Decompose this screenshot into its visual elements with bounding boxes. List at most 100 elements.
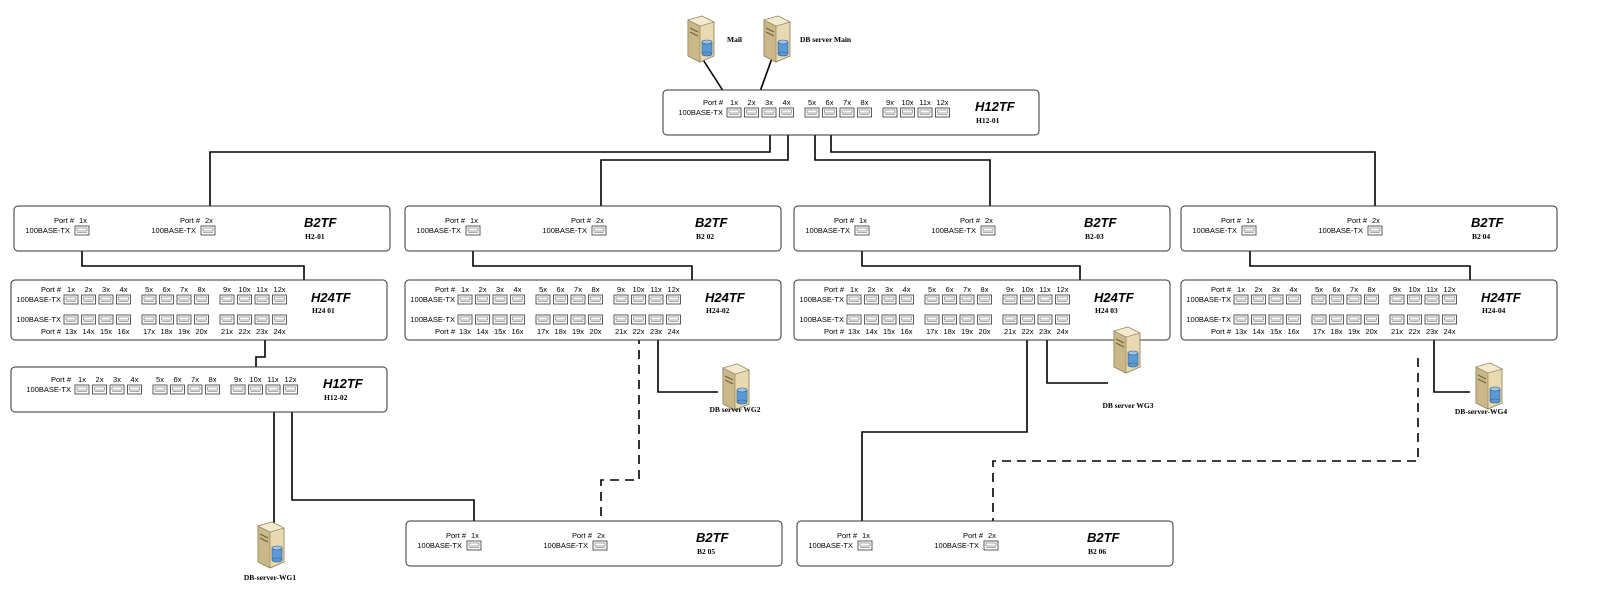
server-wg2-icon[interactable]: [722, 363, 750, 411]
port-20-icon[interactable]: [588, 314, 603, 325]
port-21-icon[interactable]: [1389, 314, 1405, 325]
port-17-icon[interactable]: [1311, 314, 1327, 325]
port-16-icon[interactable]: [510, 314, 525, 325]
port-9-icon[interactable]: [1002, 294, 1018, 305]
port-13-icon[interactable]: [457, 314, 473, 325]
port-15-icon[interactable]: [98, 314, 114, 325]
port-12-icon[interactable]: [272, 294, 287, 305]
port-11-icon[interactable]: [1424, 294, 1440, 305]
port-17-icon[interactable]: [535, 314, 551, 325]
port-15-icon[interactable]: [881, 314, 897, 325]
port-7-icon[interactable]: [1346, 294, 1362, 305]
port-6-icon[interactable]: [159, 294, 174, 305]
port-9-icon[interactable]: [613, 294, 629, 305]
port-1-icon[interactable]: [857, 540, 873, 551]
port-6-icon[interactable]: [822, 107, 837, 118]
port-23-icon[interactable]: [648, 314, 664, 325]
port-8-icon[interactable]: [1364, 294, 1379, 305]
port-22-icon[interactable]: [631, 314, 646, 325]
port-2-icon[interactable]: [592, 540, 608, 551]
port-13-icon[interactable]: [1233, 314, 1249, 325]
port-4-icon[interactable]: [116, 294, 131, 305]
port-24-icon[interactable]: [1055, 314, 1070, 325]
port-14-icon[interactable]: [864, 314, 879, 325]
port-2-icon[interactable]: [744, 107, 759, 118]
port-15-icon[interactable]: [1268, 314, 1284, 325]
port-23-icon[interactable]: [254, 314, 270, 325]
port-5-icon[interactable]: [1311, 294, 1327, 305]
port-2-icon[interactable]: [1251, 294, 1266, 305]
port-7-icon[interactable]: [839, 107, 855, 118]
port-6-icon[interactable]: [170, 384, 185, 395]
port-6-icon[interactable]: [1329, 294, 1344, 305]
port-8-icon[interactable]: [977, 294, 992, 305]
port-2-icon[interactable]: [864, 294, 879, 305]
port-12-icon[interactable]: [283, 384, 298, 395]
port-1-icon[interactable]: [74, 225, 90, 236]
port-17-icon[interactable]: [924, 314, 940, 325]
port-4-icon[interactable]: [127, 384, 142, 395]
port-18-icon[interactable]: [1329, 314, 1344, 325]
port-11-icon[interactable]: [254, 294, 270, 305]
port-4-icon[interactable]: [510, 294, 525, 305]
port-23-icon[interactable]: [1424, 314, 1440, 325]
port-8-icon[interactable]: [857, 107, 872, 118]
port-18-icon[interactable]: [159, 314, 174, 325]
port-2-icon[interactable]: [475, 294, 490, 305]
port-24-icon[interactable]: [1442, 314, 1457, 325]
port-4-icon[interactable]: [779, 107, 794, 118]
port-5-icon[interactable]: [152, 384, 168, 395]
port-9-icon[interactable]: [1389, 294, 1405, 305]
port-21-icon[interactable]: [613, 314, 629, 325]
port-19-icon[interactable]: [1346, 314, 1362, 325]
server-mail-icon[interactable]: [687, 15, 715, 63]
port-11-icon[interactable]: [648, 294, 664, 305]
port-15-icon[interactable]: [492, 314, 508, 325]
port-3-icon[interactable]: [492, 294, 508, 305]
port-14-icon[interactable]: [475, 314, 490, 325]
port-2-icon[interactable]: [1367, 225, 1383, 236]
port-1-icon[interactable]: [854, 225, 870, 236]
port-2-icon[interactable]: [92, 384, 107, 395]
port-2-icon[interactable]: [983, 540, 999, 551]
port-21-icon[interactable]: [1002, 314, 1018, 325]
port-1-icon[interactable]: [726, 107, 742, 118]
port-13-icon[interactable]: [846, 314, 862, 325]
port-2-icon[interactable]: [200, 225, 216, 236]
port-7-icon[interactable]: [959, 294, 975, 305]
port-9-icon[interactable]: [219, 294, 235, 305]
port-3-icon[interactable]: [881, 294, 897, 305]
port-12-icon[interactable]: [1442, 294, 1457, 305]
port-4-icon[interactable]: [899, 294, 914, 305]
port-13-icon[interactable]: [63, 314, 79, 325]
port-3-icon[interactable]: [98, 294, 114, 305]
port-7-icon[interactable]: [570, 294, 586, 305]
port-18-icon[interactable]: [942, 314, 957, 325]
port-14-icon[interactable]: [81, 314, 96, 325]
port-7-icon[interactable]: [176, 294, 192, 305]
server-wg4-icon[interactable]: [1475, 362, 1503, 410]
port-5-icon[interactable]: [141, 294, 157, 305]
port-21-icon[interactable]: [219, 314, 235, 325]
port-3-icon[interactable]: [761, 107, 777, 118]
port-10-icon[interactable]: [900, 107, 915, 118]
port-10-icon[interactable]: [631, 294, 646, 305]
port-2-icon[interactable]: [591, 225, 607, 236]
port-16-icon[interactable]: [899, 314, 914, 325]
port-1-icon[interactable]: [63, 294, 79, 305]
port-22-icon[interactable]: [237, 314, 252, 325]
port-1-icon[interactable]: [466, 540, 482, 551]
server-wg3-icon[interactable]: [1113, 326, 1141, 374]
port-5-icon[interactable]: [924, 294, 940, 305]
port-2-icon[interactable]: [81, 294, 96, 305]
port-24-icon[interactable]: [666, 314, 681, 325]
port-8-icon[interactable]: [194, 294, 209, 305]
port-10-icon[interactable]: [1407, 294, 1422, 305]
port-3-icon[interactable]: [109, 384, 125, 395]
port-11-icon[interactable]: [917, 107, 933, 118]
port-16-icon[interactable]: [116, 314, 131, 325]
port-3-icon[interactable]: [1268, 294, 1284, 305]
port-10-icon[interactable]: [248, 384, 263, 395]
server-wg1-icon[interactable]: [257, 521, 285, 569]
port-22-icon[interactable]: [1407, 314, 1422, 325]
